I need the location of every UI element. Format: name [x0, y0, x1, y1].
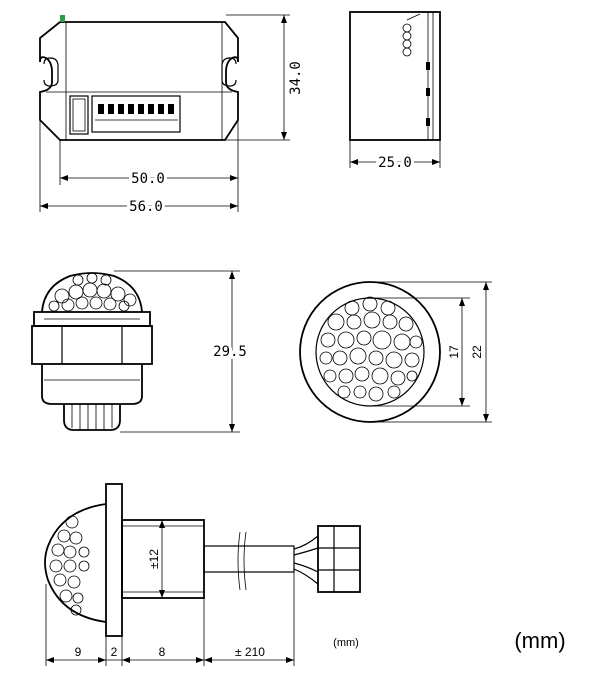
body-length-label: 8 [159, 645, 166, 659]
cable-length-label: ± 210 [235, 645, 265, 659]
lens-length-label: 9 [75, 645, 82, 659]
sensor-elevation-view: 29.5 [31, 270, 250, 433]
module-height-label: 34.0 [288, 61, 304, 95]
unit-label-small: (mm) [333, 637, 359, 649]
green-marker [60, 15, 65, 22]
terminal-pins [95, 104, 178, 121]
module-front-view: 34.0 50.0 56.0 [39, 14, 304, 218]
module-body-width-label: 50.0 [131, 171, 165, 187]
sensor-lens-front-view: 17 22 [299, 281, 492, 423]
flange-length-label: 2 [111, 645, 118, 659]
sensor-height-label: 29.5 [213, 344, 247, 360]
module-side-view: 25.0 [349, 11, 441, 174]
lens-inner-diameter-label: 17 [447, 345, 461, 359]
module-depth-label: 25.0 [378, 155, 412, 171]
sensor-profile-with-cable: ±12 9 2 8 ± 210 [44, 483, 361, 666]
lens-outer-diameter-label: 22 [470, 345, 484, 359]
module-overall-width-label: 56.0 [129, 199, 163, 215]
unit-label-large: (mm) [514, 628, 565, 653]
body-diameter-label: ±12 [147, 549, 161, 569]
